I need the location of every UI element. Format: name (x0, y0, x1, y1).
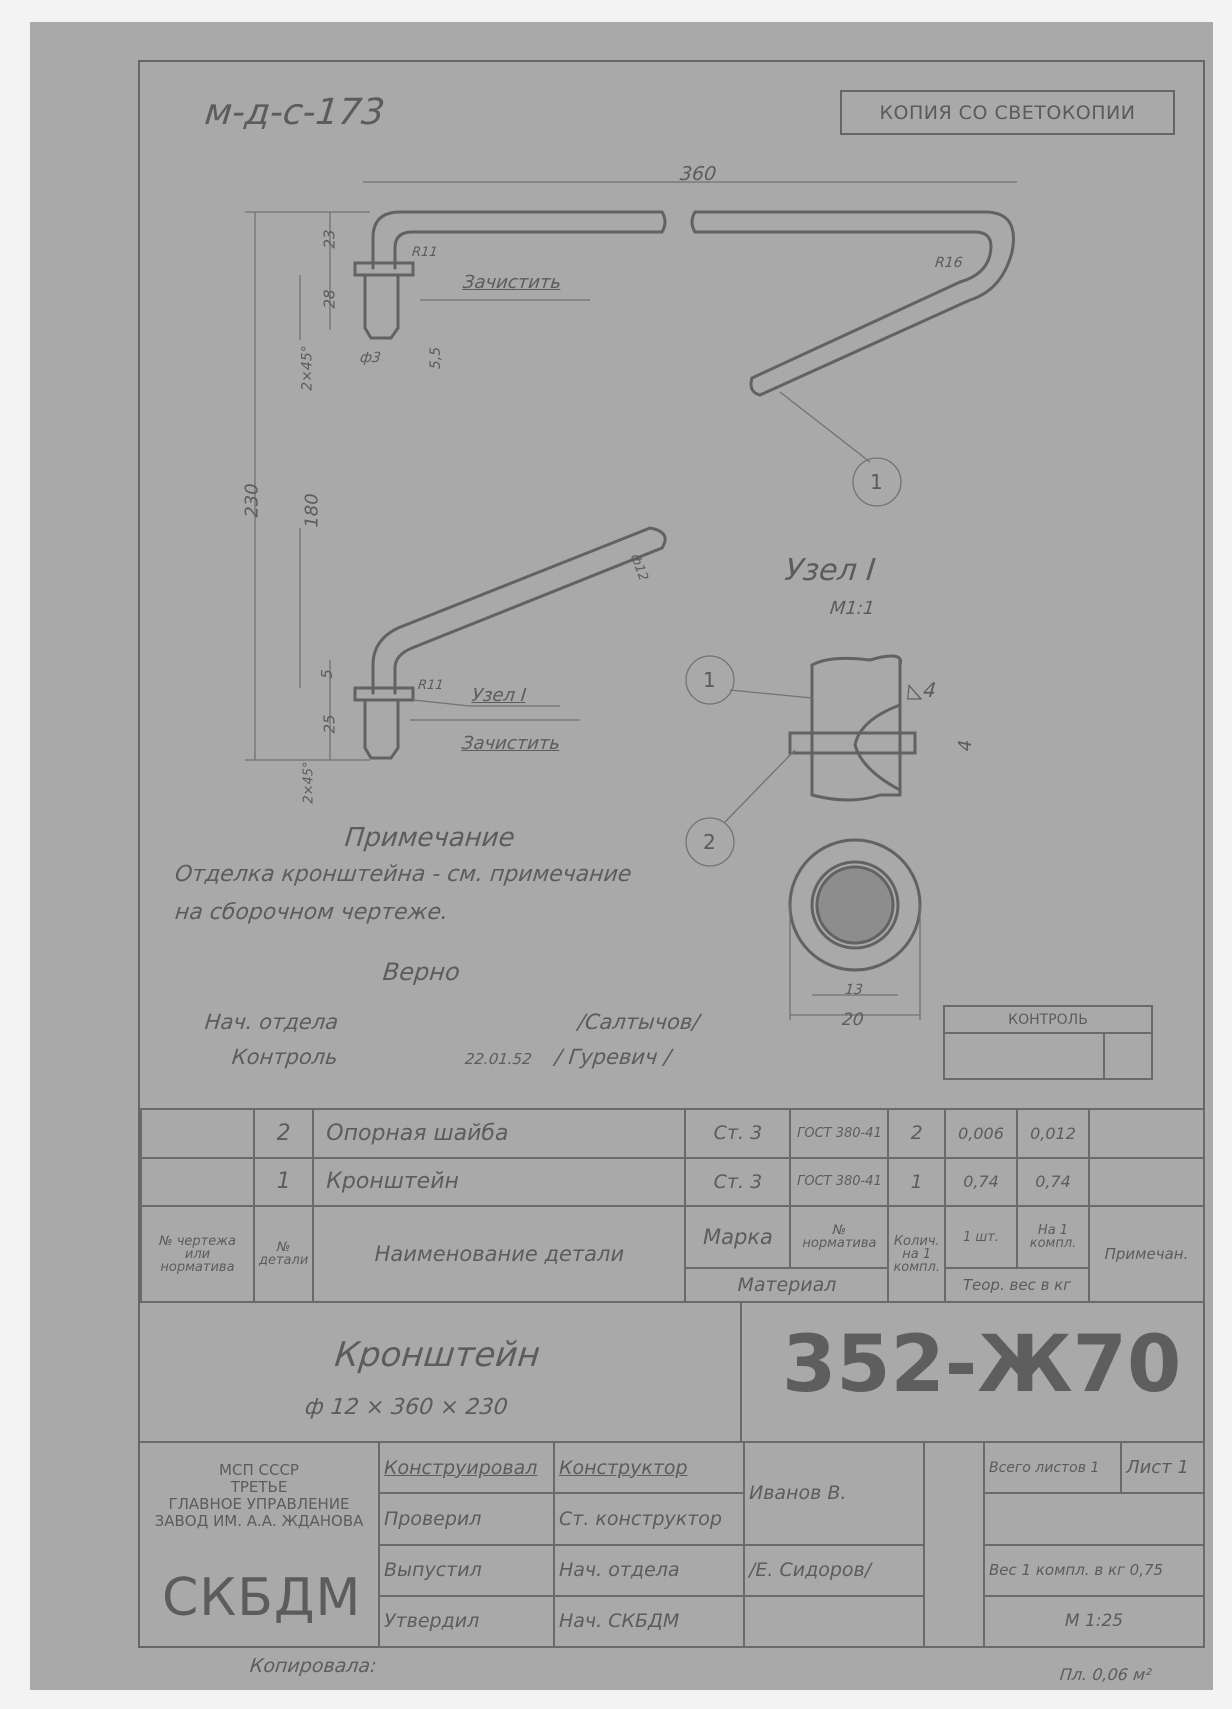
dim-20: 20 (840, 1010, 865, 1030)
dim-28: 28 (320, 289, 339, 309)
dim-230: 230 (241, 483, 263, 518)
approval-line1-name: /Салтычов/ (576, 1010, 701, 1034)
detail-scale: М1:1 (828, 598, 876, 619)
table-row: 2 Опорная шайба Ст. 3 ГОСТ 380-41 2 0,00… (140, 1108, 1205, 1159)
control-box: КОНТРОЛЬ (943, 1005, 1153, 1080)
dim-180: 180 (301, 493, 323, 528)
callout-node: Узел I (470, 685, 528, 706)
dim-360: 360 (678, 163, 718, 185)
callout-clean-top: Зачистить (461, 272, 563, 293)
header-standard: № норматива (789, 1205, 890, 1270)
approval-line2-date: 22.01.52 (464, 1050, 533, 1068)
approval-line1-label: Нач. отдела (203, 1010, 340, 1034)
org-lines: МСП СССР ТРЕТЬЕ ГЛАВНОЕ УПРАВЛЕНИЕ ЗАВОД… (154, 1461, 364, 1530)
header-weight-each: 1 шт. (944, 1205, 1018, 1270)
drawing-frame (138, 60, 1205, 1648)
table-header-row: № чертежа или норматива № детали Наимено… (140, 1205, 1205, 1303)
control-cell-2 (1103, 1032, 1153, 1080)
area: Пл. 0,06 м² (1059, 1665, 1153, 1684)
header-material: Материал (684, 1267, 890, 1303)
header-note: Примечан. (1088, 1205, 1205, 1303)
drawing-number: 352-Ж70 (782, 1320, 1182, 1410)
parts-table: 2 Опорная шайба Ст. 3 ГОСТ 380-41 2 0,00… (140, 1108, 1205, 1303)
balloon-1-label: 1 (870, 470, 883, 494)
part-size: ф 12 × 360 × 230 (303, 1395, 509, 1420)
chamfer-top: 2×45° (299, 345, 316, 391)
scale: М 1:25 (983, 1594, 1205, 1649)
sheet-number: Лист 1 (1120, 1440, 1205, 1495)
header-detail-no: № детали (252, 1205, 315, 1303)
signature-table: Конструировал Конструктор Иванов В. Всег… (378, 1440, 1205, 1649)
control-label: КОНТРОЛЬ (943, 1005, 1153, 1034)
weld-symbol: ◺4 (906, 678, 938, 702)
dim-25: 25 (320, 714, 339, 734)
table-row: 1 Кронштейн Ст. 3 ГОСТ 380-41 1 0,74 0,7… (140, 1156, 1205, 1208)
header-drawing-no: № чертежа или норматива (140, 1205, 255, 1303)
radius-r11-top: R11 (411, 245, 439, 260)
control-cell-1 (943, 1032, 1105, 1080)
copy-stamp: КОПИЯ СО СВЕТОКОПИИ (840, 90, 1175, 135)
dim-4: 4 (955, 739, 977, 752)
header-qty: Колич. на 1 компл. (887, 1205, 946, 1303)
header-name: Наименование детали (312, 1205, 687, 1303)
note-line-1: Отделка кронштейна - см. примечание (173, 862, 633, 887)
approval-heading: Верно (381, 958, 462, 986)
radius-r16: R16 (934, 255, 964, 271)
approval-line2-name: / Гуревич / (553, 1045, 673, 1069)
dim-5: 5 (317, 669, 336, 679)
paper-sheet (30, 22, 1213, 1690)
weight-set: Вес 1 компл. в кг 0,75 (983, 1543, 1205, 1597)
detail-title: Узел I (783, 553, 878, 588)
org-abbr: СКБДМ (162, 1568, 362, 1628)
signer-2: /Е. Сидоров/ (743, 1543, 925, 1597)
approval-line2-label: Контроль (230, 1045, 339, 1069)
dim-13: 13 (844, 982, 864, 998)
header-weight-group: Теор. вес в кг (944, 1267, 1090, 1303)
detail-balloon-1: 1 (703, 668, 716, 692)
chamfer-bottom: 2×45° (301, 761, 317, 804)
dim-23: 23 (320, 229, 339, 249)
note-heading: Примечание (343, 823, 517, 853)
radius-r11-bottom: R11 (417, 678, 445, 693)
dim-5-5: 5,5 (428, 346, 445, 370)
callout-clean-bottom: Зачистить (460, 733, 562, 754)
header-weight-set: На 1 компл. (1016, 1205, 1090, 1270)
note-line-2: на сборочном чертеже. (173, 900, 450, 925)
part-title: Кронштейн (332, 1335, 543, 1375)
detail-balloon-2: 2 (703, 830, 716, 854)
header-grade: Марка (684, 1205, 792, 1270)
hole-diameter: ф3 (359, 350, 382, 366)
sheets-total: Всего листов 1 (982, 1440, 1123, 1495)
copied-by: Копировала: (248, 1655, 378, 1677)
signer-1: Иванов В. (743, 1441, 925, 1546)
